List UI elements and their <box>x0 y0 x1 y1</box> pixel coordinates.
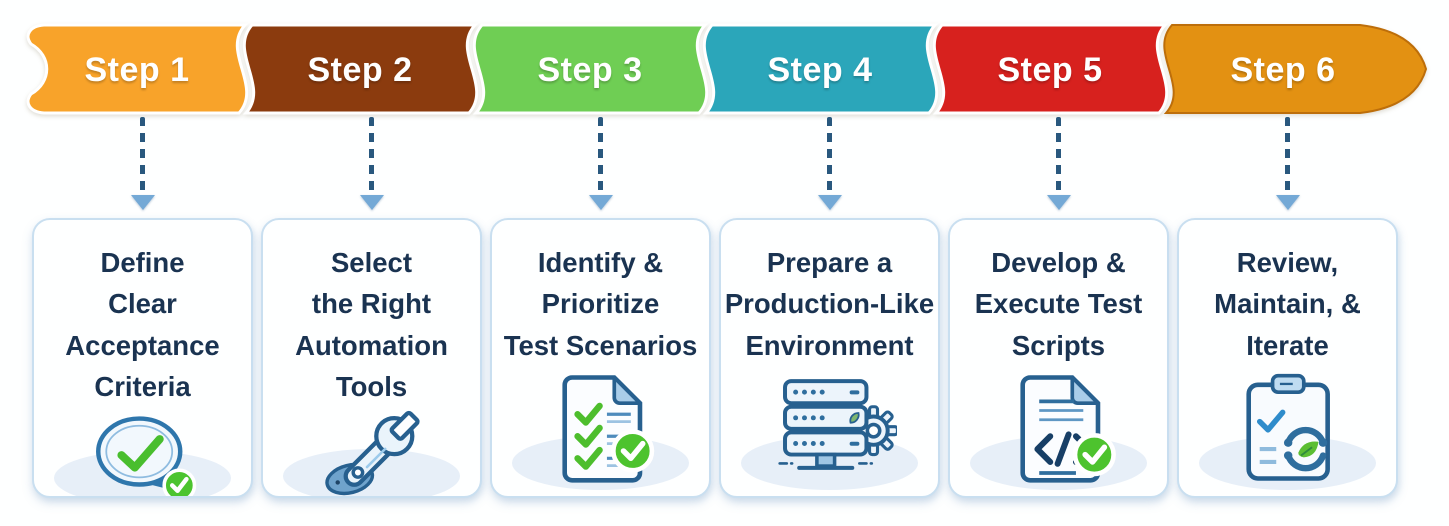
step-card-1: Define Clear Acceptance Criteria <box>32 218 253 498</box>
arrow-dashed-line <box>369 117 374 194</box>
arrow-head-icon <box>1275 195 1300 210</box>
arrow-dashed-line <box>598 117 603 194</box>
card-1-title: Define Clear Acceptance Criteria <box>65 247 220 402</box>
server-stack-gear-icon <box>778 378 897 470</box>
card-4-icon-area <box>721 366 938 496</box>
down-arrow-2 <box>261 117 482 215</box>
down-arrow-6 <box>1177 117 1398 215</box>
down-arrow-1 <box>32 117 253 215</box>
arrow-dashed-line <box>827 117 832 194</box>
step-2-label: Step 2 <box>307 51 412 89</box>
step-ribbon-banner: Step 1 Step 2 Step 3 Step 4 Step 5 Step … <box>26 23 1428 115</box>
arrow-dashed-line <box>1285 117 1290 194</box>
down-arrow-5 <box>948 117 1169 215</box>
refresh-cycle-icon <box>1284 426 1328 472</box>
arrows-row <box>32 117 1398 215</box>
arrow-dashed-line <box>1056 117 1061 194</box>
card-6-icon-area <box>1179 366 1396 496</box>
card-3-icon-area <box>492 366 709 496</box>
card-2-icon-area <box>263 407 480 496</box>
cards-row: Define Clear Acceptance Criteria Select … <box>32 218 1398 498</box>
arrow-head-icon <box>130 195 155 210</box>
step-3-label: Step 3 <box>537 51 642 89</box>
checklist-document-icon <box>562 375 655 483</box>
step-card-5: Develop & Execute Test Scripts <box>948 218 1169 498</box>
arrow-dashed-line <box>140 117 145 194</box>
step-card-4: Prepare a Production-Like Environment <box>719 218 940 498</box>
card-6-title: Review, Maintain, & Iterate <box>1214 247 1361 361</box>
card-1-icon-area <box>34 407 251 496</box>
step-6-ribbon-arrow <box>1163 24 1428 114</box>
step-card-3: Identify & Prioritize Test Scenarios <box>490 218 711 498</box>
arrow-head-icon <box>1046 195 1071 210</box>
card-5-title: Develop & Execute Test Scripts <box>974 247 1143 361</box>
down-arrow-3 <box>490 117 711 215</box>
step-4-ribbon <box>702 23 939 115</box>
step-1-ribbon <box>26 23 249 115</box>
step-6-label: Step 6 <box>1230 51 1335 89</box>
step-3-ribbon <box>472 23 709 115</box>
check-badge-icon <box>611 429 655 473</box>
speech-bubble-check-icon <box>95 416 196 496</box>
step-5-label: Step 5 <box>997 51 1102 89</box>
card-3-title: Identify & Prioritize Test Scenarios <box>503 247 698 361</box>
step-2-ribbon <box>242 23 479 115</box>
step-5-ribbon <box>932 23 1169 115</box>
check-badge-icon <box>1072 432 1116 477</box>
arrow-head-icon <box>588 195 613 210</box>
wrench-icon <box>324 410 420 496</box>
code-document-check-icon <box>1020 375 1116 483</box>
card-2-title: Select the Right Automation Tools <box>295 247 448 402</box>
arrow-head-icon <box>817 195 842 210</box>
clipboard-refresh-icon <box>1246 373 1331 481</box>
step-card-6: Review, Maintain, & Iterate <box>1177 218 1398 498</box>
card-4-title: Prepare a Production-Like Environment <box>724 247 935 361</box>
check-badge-icon <box>162 468 196 496</box>
down-arrow-4 <box>719 117 940 215</box>
card-5-icon-area <box>950 366 1167 496</box>
arrow-head-icon <box>359 195 384 210</box>
step-4-label: Step 4 <box>767 51 872 89</box>
step-1-label: Step 1 <box>84 51 189 89</box>
step-card-2: Select the Right Automation Tools <box>261 218 482 498</box>
